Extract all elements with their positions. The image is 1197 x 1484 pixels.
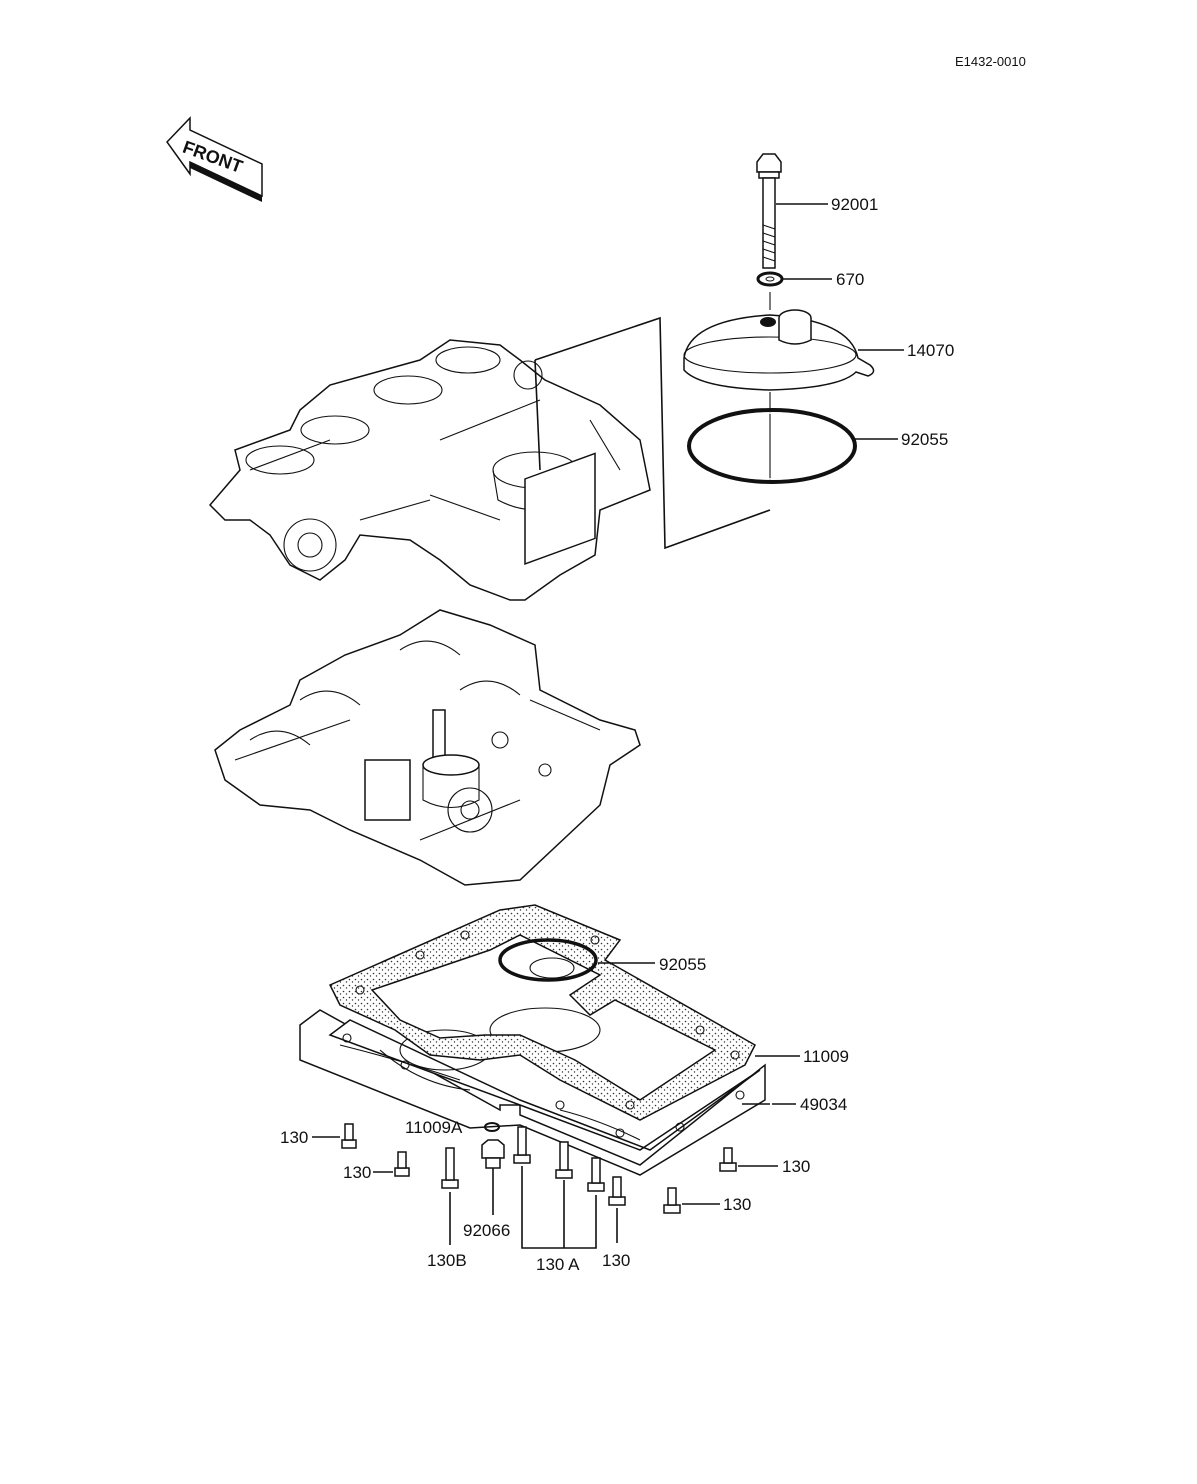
- label-92055-lower: 92055: [659, 955, 706, 974]
- bolt-130-right-b-icon: [663, 1187, 681, 1214]
- label-130b: 130B: [427, 1251, 467, 1270]
- upper-crankcase: [208, 339, 651, 601]
- label-11009: 11009: [803, 1047, 849, 1066]
- washer-670-icon: [756, 271, 784, 287]
- lower-crankcase: [214, 609, 641, 886]
- label-92055-upper: 92055: [901, 430, 948, 449]
- oring-92055-upper-icon: [687, 408, 857, 484]
- cover-14070-icon: [683, 309, 875, 391]
- bolt-130-left-b-icon: [394, 1151, 410, 1177]
- bolt-92001-icon: [756, 153, 782, 269]
- label-92066: 92066: [463, 1221, 510, 1240]
- gasket-11009: [328, 904, 756, 1121]
- diagram-code: E1432-0010: [955, 54, 1026, 69]
- bolt-130a-icon: [513, 1126, 605, 1192]
- label-130a: 130 A: [536, 1255, 580, 1274]
- label-670: 670: [836, 270, 864, 289]
- label-130-right-b: 130: [723, 1195, 751, 1214]
- label-11009a: 11009A: [405, 1118, 463, 1137]
- label-130-left-a: 130: [280, 1128, 308, 1147]
- label-130-right-a: 130: [782, 1157, 810, 1176]
- label-130-left-b: 130: [343, 1163, 371, 1182]
- washer-11009a-icon: [484, 1122, 500, 1132]
- front-arrow-icon: FRONT: [166, 116, 263, 202]
- label-14070: 14070: [907, 341, 954, 360]
- bolt-130-bottom-icon: [608, 1176, 626, 1206]
- label-130-bottom: 130: [602, 1251, 630, 1270]
- oring-92055-lower-icon: [498, 938, 598, 982]
- oil-pan-49034: [299, 1007, 766, 1176]
- bolt-130-left-a-icon: [341, 1123, 357, 1149]
- label-92001: 92001: [831, 195, 878, 214]
- bolt-130-right-a-icon: [719, 1147, 737, 1172]
- drain-plug-92066-icon: [481, 1139, 505, 1169]
- bolt-130b-icon: [441, 1147, 459, 1189]
- label-49034: 49034: [800, 1095, 847, 1114]
